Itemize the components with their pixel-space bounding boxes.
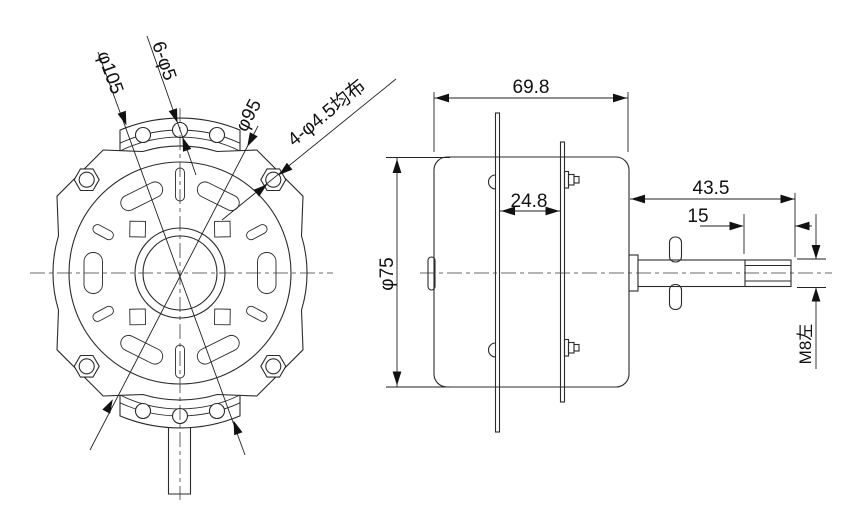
front-view: φ105 6-φ5 φ95 4-φ4.5均布 bbox=[30, 35, 397, 500]
six-mount-holes bbox=[134, 121, 226, 425]
dim-label-thread-spec: M8左 bbox=[796, 324, 815, 365]
plate1-rivet-top bbox=[487, 174, 496, 190]
side-view: 69.8 24.8 φ75 43.5 15 bbox=[377, 77, 832, 433]
plate1-rivet-bottom bbox=[487, 342, 496, 358]
dim-label-thread-length: 15 bbox=[687, 206, 708, 227]
dim-label-six-holes: 6-φ5 bbox=[147, 39, 180, 83]
dim-label-overall-length: 69.8 bbox=[513, 77, 550, 98]
shaft-pin-top bbox=[668, 236, 683, 263]
dim-label-shaft-extension: 43.5 bbox=[693, 178, 730, 199]
dim-label-plate-diameter: φ105 bbox=[92, 49, 127, 98]
dim-label-body-diameter: φ75 bbox=[377, 257, 398, 290]
shaft-pin-bottom bbox=[668, 283, 683, 311]
shaft bbox=[637, 259, 792, 288]
plate2-bolt-bottom bbox=[563, 338, 580, 357]
cable-tab bbox=[167, 427, 192, 495]
side-dimensions: 69.8 24.8 φ75 43.5 15 bbox=[377, 77, 826, 388]
dim-label-four-holes: 4-φ4.5均布 bbox=[283, 75, 370, 151]
mount-plate-1-side bbox=[494, 112, 501, 433]
rear-boss bbox=[427, 256, 436, 291]
mount-plate-2-side bbox=[559, 141, 566, 403]
dim-label-plate-spacing: 24.8 bbox=[511, 191, 548, 212]
plate2-bolt-top bbox=[563, 170, 580, 189]
